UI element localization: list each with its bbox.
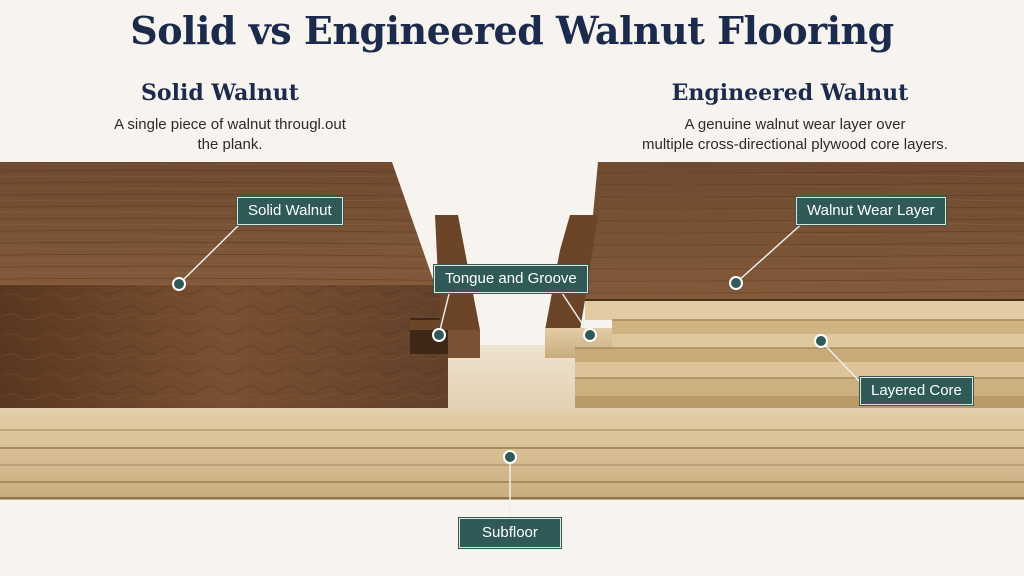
solid-walnut-description-line2: the plank. [197, 136, 263, 153]
engineered-walnut-description: A genuine walnut wear layer over multipl… [600, 115, 990, 155]
layered-core-callout: Layered Core [859, 376, 974, 406]
layered-core-dot [814, 334, 828, 348]
callout-leaders [172, 219, 863, 518]
solid-walnut-description-line1: A single piece of walnut througl.out [114, 116, 346, 133]
layered-core-leader [821, 341, 863, 385]
wear-layer-leader [736, 220, 806, 283]
solid-walnut-callout: Solid Walnut [236, 196, 344, 226]
solid-walnut-heading: Solid Walnut [141, 80, 299, 106]
tongue-and-groove-callout: Tongue and Groove [433, 264, 589, 294]
subfloor-dot [503, 450, 517, 464]
solid-walnut-description: A single piece of walnut througl.out the… [70, 115, 390, 155]
subfloor-callout: Subfloor [458, 517, 562, 549]
engineered-walnut-plank [545, 162, 1024, 408]
engineered-walnut-description-line1: A genuine walnut wear layer over [684, 116, 906, 133]
engineered-walnut-description-line2: multiple cross-directional plywood core … [642, 136, 948, 153]
tongue-leader-right [559, 289, 590, 335]
solid-walnut-leader [179, 219, 245, 284]
solid-walnut-dot [172, 277, 186, 291]
walnut-wear-layer-callout: Walnut Wear Layer [795, 196, 947, 226]
tongue-right-dot [583, 328, 597, 342]
tongue-left-dot [432, 328, 446, 342]
page-title: Solid vs Engineered Walnut Flooring [130, 8, 894, 53]
wear-layer-dot [729, 276, 743, 290]
engineered-walnut-heading: Engineered Walnut [671, 80, 909, 106]
tongue-leader-left [438, 289, 451, 335]
